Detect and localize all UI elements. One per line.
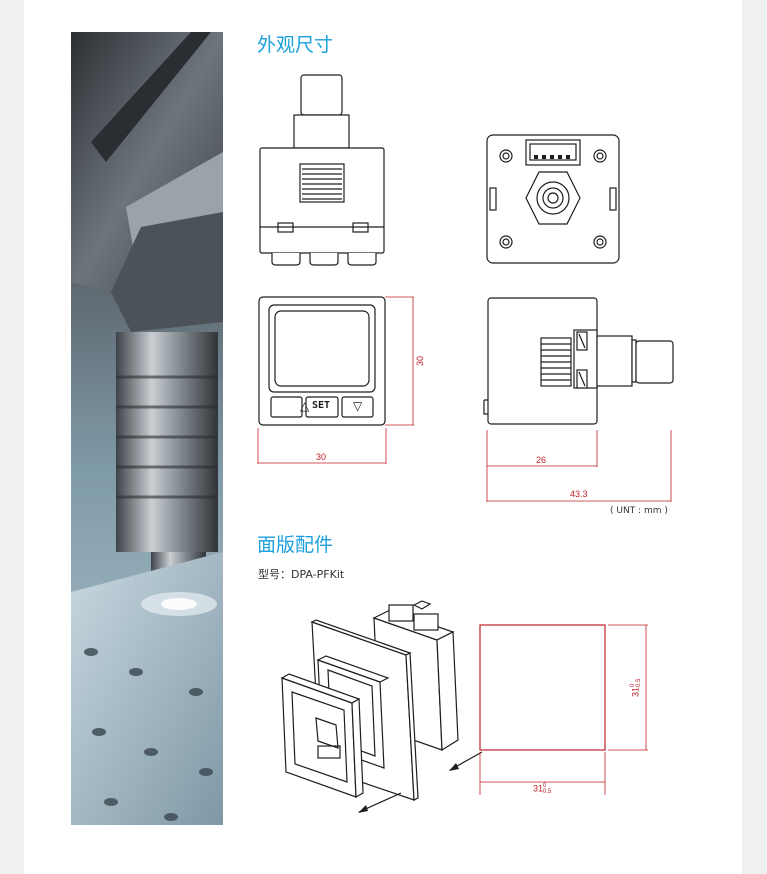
- cutout-width-value: 31: [533, 783, 544, 794]
- front-set-button: SET: [312, 400, 331, 411]
- front-width-dimension: 30: [316, 452, 327, 462]
- side-view-drawing: [483, 297, 674, 425]
- cutout-height-tol-lower: 0.5: [636, 678, 642, 687]
- cutout-width-tol-upper: 0: [543, 783, 547, 789]
- unit-note: ( UNT : mm ): [610, 506, 668, 516]
- front-up-button: △: [300, 399, 310, 413]
- panel-mount-exploded-drawing: [280, 600, 483, 813]
- cutout-height-value: 31: [630, 686, 641, 697]
- panel-cutout-drawing: [479, 624, 648, 795]
- front-view-drawing: [258, 296, 386, 426]
- front-down-button: ▽: [353, 399, 363, 413]
- model-label: 型号：DPA-PFKit: [258, 568, 345, 581]
- section-title-panel-accessory: 面版配件: [257, 534, 334, 556]
- front-dimension-lines: [257, 296, 414, 464]
- industrial-photo: [71, 32, 223, 825]
- rear-view-drawing: [486, 134, 620, 264]
- side-dimension-lines: [486, 430, 672, 502]
- cutout-width-tol-lower: 0.5: [543, 789, 552, 795]
- section-title-dimensions: 外观尺寸: [257, 34, 334, 56]
- top-view-drawing: [259, 74, 385, 266]
- side-body-dimension: 26: [536, 455, 547, 465]
- side-total-dimension: 43.3: [570, 489, 588, 499]
- catalog-page: 外观尺寸 △: [24, 0, 742, 874]
